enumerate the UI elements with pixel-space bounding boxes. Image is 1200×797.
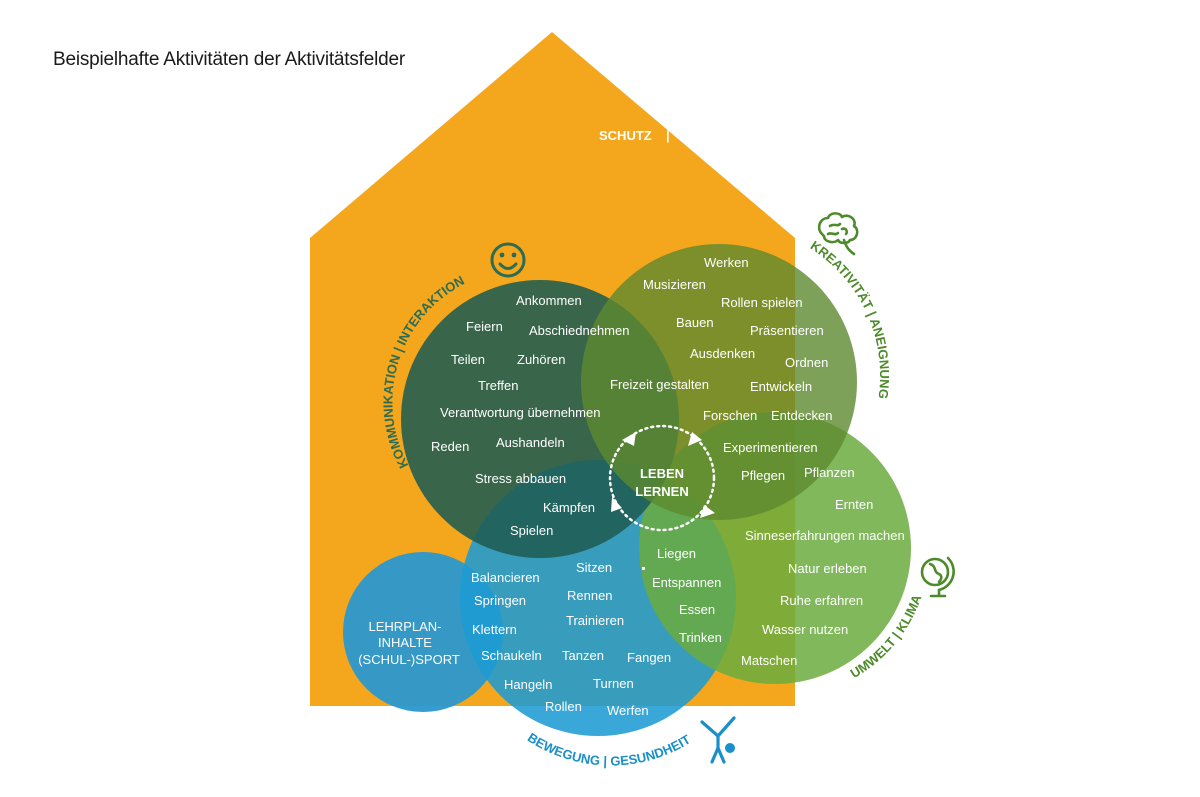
cycle-arrow-right	[688, 432, 702, 446]
activity-teilen: Teilen	[451, 352, 485, 367]
activity-ernten: Ernten	[835, 497, 873, 512]
circle-kreativitaet	[581, 244, 857, 520]
cycle-arrow-left	[611, 497, 622, 512]
center-leben: LEBEN	[640, 466, 684, 481]
activity-natur-erleben: Natur erleben	[788, 561, 867, 576]
house-header-divider: |	[666, 128, 670, 143]
activity-pflegen: Pflegen	[741, 468, 785, 483]
activity-pflanzen: Pflanzen	[804, 465, 855, 480]
center-cycle	[608, 424, 716, 532]
cycle-arrow-bottom	[700, 505, 715, 518]
activity-verantwortung: Verantwortung übernehmen	[440, 405, 600, 420]
activity-freizeit-gestalten: Freizeit gestalten	[610, 377, 709, 392]
activity-spielen: Spielen	[510, 523, 553, 538]
activity-abschiednehmen: Abschiednehmen	[529, 323, 629, 338]
activity-werfen: Werfen	[607, 703, 649, 718]
house-header-right: RISIKO	[686, 128, 731, 143]
activity-sitzen: Sitzen	[576, 560, 612, 575]
activity-aushandeln: Aushandeln	[496, 435, 565, 450]
activity-hangeln: Hangeln	[504, 677, 552, 692]
activity-ausdenken: Ausdenken	[690, 346, 755, 361]
activity-matschen: Matschen	[741, 653, 797, 668]
activity-wasser-nutzen: Wasser nutzen	[762, 622, 848, 637]
activity-stress-abbauen: Stress abbauen	[475, 471, 566, 486]
activity-trainieren: Trainieren	[566, 613, 624, 628]
activity-experimentieren: Experimentieren	[723, 440, 818, 455]
activity-treffen: Treffen	[478, 378, 518, 393]
activity-forschen: Forschen	[703, 408, 757, 423]
activity-schaukeln: Schaukeln	[481, 648, 542, 663]
activity-liegen: Liegen	[657, 546, 696, 561]
activity-reden: Reden	[431, 439, 469, 454]
brain-icon	[817, 212, 859, 256]
activity-essen: Essen	[679, 602, 715, 617]
smiley-icon	[490, 242, 526, 278]
activity-feiern: Feiern	[466, 319, 503, 334]
activity-entspannen: Entspannen	[652, 575, 721, 590]
activity-ruhe-erfahren: Ruhe erfahren	[780, 593, 863, 608]
activity-rollen-spielen: Rollen spielen	[721, 295, 803, 310]
lehrplan-line1: LEHRPLAN-	[369, 619, 442, 634]
activity-bauen: Bauen	[676, 315, 714, 330]
activity-kaempfen: Kämpfen	[543, 500, 595, 515]
activity-ordnen: Ordnen	[785, 355, 828, 370]
activity-praesentieren: Präsentieren	[750, 323, 824, 338]
activity-klettern: Klettern	[472, 622, 517, 637]
activity-werken: Werken	[704, 255, 749, 270]
activity-zuhoeren: Zuhören	[517, 352, 565, 367]
bullet-dot	[642, 567, 645, 570]
activity-entwickeln: Entwickeln	[750, 379, 812, 394]
activity-musizieren: Musizieren	[643, 277, 706, 292]
activity-rollen: Rollen	[545, 699, 582, 714]
activity-sinneserfahrungen: Sinneserfahrungen machen	[745, 528, 905, 543]
activity-trinken: Trinken	[679, 630, 722, 645]
activity-turnen: Turnen	[593, 676, 634, 691]
house-header-left: SCHUTZ	[599, 128, 652, 143]
gymnast-icon	[700, 716, 736, 764]
lehrplan-line3: (SCHUL-)SPORT	[358, 652, 460, 667]
activity-ankommen: Ankommen	[516, 293, 582, 308]
center-lernen: LERNEN	[635, 484, 688, 499]
activity-balancieren: Balancieren	[471, 570, 540, 585]
activity-rennen: Rennen	[567, 588, 613, 603]
lehrplan-line2: INHALTE	[378, 635, 432, 650]
activity-entdecken: Entdecken	[771, 408, 832, 423]
globe-icon	[920, 556, 955, 598]
cycle-arrow-top	[622, 432, 636, 446]
activity-springen: Springen	[474, 593, 526, 608]
activity-tanzen: Tanzen	[562, 648, 604, 663]
activity-fangen: Fangen	[627, 650, 671, 665]
page-title: Beispielhafte Aktivitäten der Aktivitäts…	[53, 49, 405, 70]
